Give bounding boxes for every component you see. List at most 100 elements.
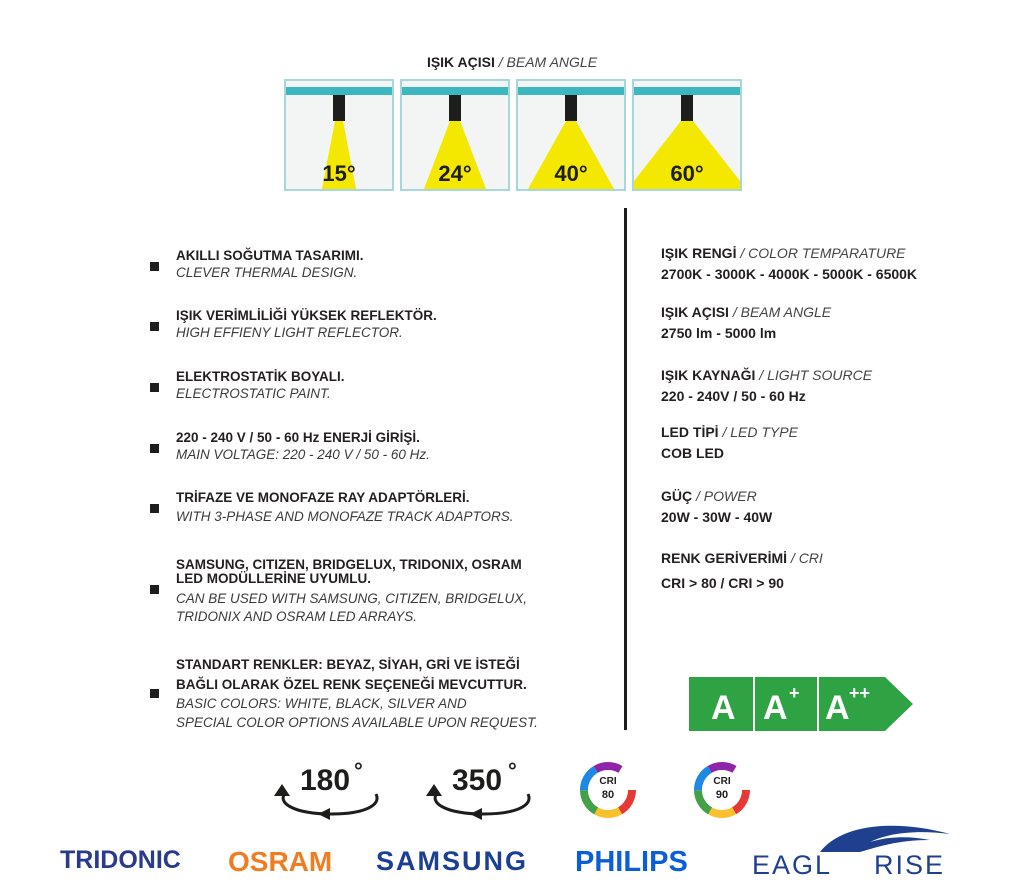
spotlight-beam-icon [528, 95, 614, 189]
spec-led-type: LED TİPİ / LED TYPE COB LED [661, 422, 798, 464]
bullet-icon [150, 444, 159, 453]
beam-angle-title-en: BEAM ANGLE [506, 54, 598, 70]
beam-angle-title: IŞIK AÇISI / BEAM ANGLE [0, 54, 1024, 70]
energy-class-label: A A + A ++ [689, 677, 913, 731]
bullet-icon [150, 383, 159, 392]
feature-en: CLEVER THERMAL DESIGN. [176, 265, 358, 280]
spec-label-en: BEAM ANGLE [740, 304, 832, 320]
rotation-degree: ° [354, 758, 363, 783]
track-rail [518, 87, 624, 95]
feature-en: CAN BE USED WITH SAMSUNG, CITIZEN, BRIDG… [176, 591, 528, 606]
beam-diagram-60: 60° [632, 79, 742, 191]
spec-value: COB LED [661, 445, 724, 461]
philips-logo: PHILIPS [575, 846, 688, 878]
spec-label-tr: IŞIK KAYNAĞI [661, 367, 756, 383]
feature-tr: SAMSUNG, CITIZEN, BRIDGELUX, TRIDONIX, O… [176, 557, 522, 572]
energy-sup-plus-plus: ++ [849, 683, 870, 703]
samsung-logo: SAMSUNG [376, 846, 529, 876]
energy-letter-a-plus-plus: A [825, 689, 850, 727]
track-rail [402, 87, 508, 95]
rotation-arrow-icon [426, 784, 531, 820]
feature-tr-line2: BAĞLI OLARAK ÖZEL RENK SEÇENEĞİ MEVCUTTU… [176, 677, 527, 692]
column-divider [624, 208, 627, 730]
beam-angle-label: 40° [554, 161, 588, 186]
eaglerise-text-1: EAGL [752, 850, 833, 880]
spec-label-en: CRI [798, 550, 823, 566]
feature-tr: ELEKTROSTATİK BOYALI. [176, 369, 345, 384]
spec-label-tr: GÜÇ [661, 488, 693, 504]
spec-label-en: LED TYPE [730, 424, 798, 440]
spec-power: GÜÇ / POWER 20W - 30W - 40W [661, 486, 772, 528]
track-rail [634, 87, 740, 95]
rotation-arrow-icon [274, 784, 379, 820]
bullet-icon [150, 262, 159, 271]
spec-value: 20W - 30W - 40W [661, 509, 773, 525]
color-wheel-icon [580, 762, 636, 818]
cri-90-badge: CRI 90 [694, 762, 750, 818]
energy-class-a-bg [689, 677, 753, 731]
bullet-icon [150, 689, 159, 698]
cri-80-badge: CRI 80 [580, 762, 636, 818]
spec-label-en: LIGHT SOURCE [767, 367, 873, 383]
beam-angle-diagrams: 15° 24° 40° 60° [284, 79, 744, 191]
spec-color-temperature: IŞIK RENGİ / COLOR TEMPARATURE 2700K - 3… [661, 243, 917, 285]
feature-en: BASIC COLORS: WHITE, BLACK, SILVER AND [176, 696, 467, 711]
beam-angle-title-sep: / [494, 54, 507, 70]
spotlight-beam-icon [424, 95, 486, 189]
feature-en: HIGH EFFIENY LIGHT REFLECTOR. [176, 325, 403, 340]
feature-tr: 220 - 240 V / 50 - 60 Hz ENERJİ GİRİŞİ. [176, 430, 420, 445]
rotation-value: 350 [452, 764, 503, 797]
feature-en: ELECTROSTATIC PAINT. [176, 386, 331, 401]
bullet-icon [150, 322, 159, 331]
cri-label: CRI [713, 776, 731, 787]
beam-angle-label: 15° [322, 161, 356, 186]
beam-diagram-15: 15° [284, 79, 394, 191]
energy-class-a-plus-plus-bg [819, 677, 913, 731]
eaglerise-text-2: RISE [874, 850, 946, 880]
cri-value: 80 [601, 789, 615, 801]
rotation-value: 180 [300, 764, 351, 797]
tridonic-logo: TRIDONIC [60, 846, 181, 874]
feature-tr: STANDART RENKLER: BEYAZ, SİYAH, GRİ VE İ… [176, 657, 520, 672]
cri-value: 90 [715, 789, 729, 801]
rotation-degree: ° [508, 758, 517, 783]
feature-en-line2: TRIDONIX AND OSRAM LED ARRAYS. [176, 609, 418, 624]
spec-label-tr: RENK GERİVERİMİ [661, 550, 788, 566]
beam-diagram-40: 40° [516, 79, 626, 191]
bullet-icon [150, 504, 159, 513]
spec-value: 2700K - 3000K - 4000K - 5000K - 6500K [661, 266, 918, 282]
beam-diagram-24: 24° [400, 79, 510, 191]
feature-en: WITH 3-PHASE AND MONOFAZE TRACK ADAPTORS… [176, 509, 514, 524]
beam-angle-title-tr: IŞIK AÇISI [426, 54, 495, 70]
osram-logo: OSRAM [228, 846, 333, 877]
spec-label-tr: IŞIK AÇISI [661, 304, 729, 320]
feature-en-line2: SPECIAL COLOR OPTIONS AVAILABLE UPON REQ… [176, 715, 538, 730]
track-rail [286, 87, 392, 95]
cri-label: CRI [599, 776, 617, 787]
rotate-350-icon: 350 ° [424, 758, 544, 824]
spec-value: 220 - 240V / 50 - 60 Hz [661, 388, 806, 404]
feature-tr: TRİFAZE VE MONOFAZE RAY ADAPTÖRLERİ. [176, 490, 470, 505]
spec-label-en: POWER [703, 488, 757, 504]
energy-class-a-plus-bg [755, 677, 817, 731]
feature-tr: AKILLI SOĞUTMA TASARIMI. [176, 248, 364, 263]
feature-tr-line2: LED MODÜLLERİNE UYUMLU. [176, 571, 371, 586]
spec-cri: RENK GERİVERİMİ / CRI CRI > 80 / CRI > 9… [661, 548, 823, 594]
spec-beam-angle: IŞIK AÇISI / BEAM ANGLE 2750 lm - 5000 l… [661, 302, 831, 344]
feature-tr: IŞIK VERİMLİLİĞİ YÜKSEK REFLEKTÖR. [176, 308, 437, 323]
beam-angle-label: 60° [670, 161, 704, 186]
spec-light-source: IŞIK KAYNAĞI / LIGHT SOURCE 220 - 240V /… [661, 365, 872, 407]
feature-en: MAIN VOLTAGE: 220 - 240 V / 50 - 60 Hz. [176, 447, 430, 462]
spotlight-beam-icon [634, 95, 740, 189]
eaglerise-logo: EAGL RISE [752, 825, 974, 884]
energy-letter-a-plus: A [763, 689, 788, 727]
energy-letter-a: A [711, 689, 736, 727]
beam-angle-label: 24° [438, 161, 472, 186]
rotate-180-icon: 180 ° [272, 758, 392, 824]
spec-label-en: COLOR TEMPARATURE [748, 245, 906, 261]
spec-label-tr: IŞIK RENGİ [661, 245, 737, 261]
spec-value: CRI > 80 / CRI > 90 [661, 575, 784, 591]
spec-value: 2750 lm - 5000 lm [661, 325, 777, 341]
bullet-icon [150, 585, 159, 594]
color-wheel-icon [694, 762, 750, 818]
